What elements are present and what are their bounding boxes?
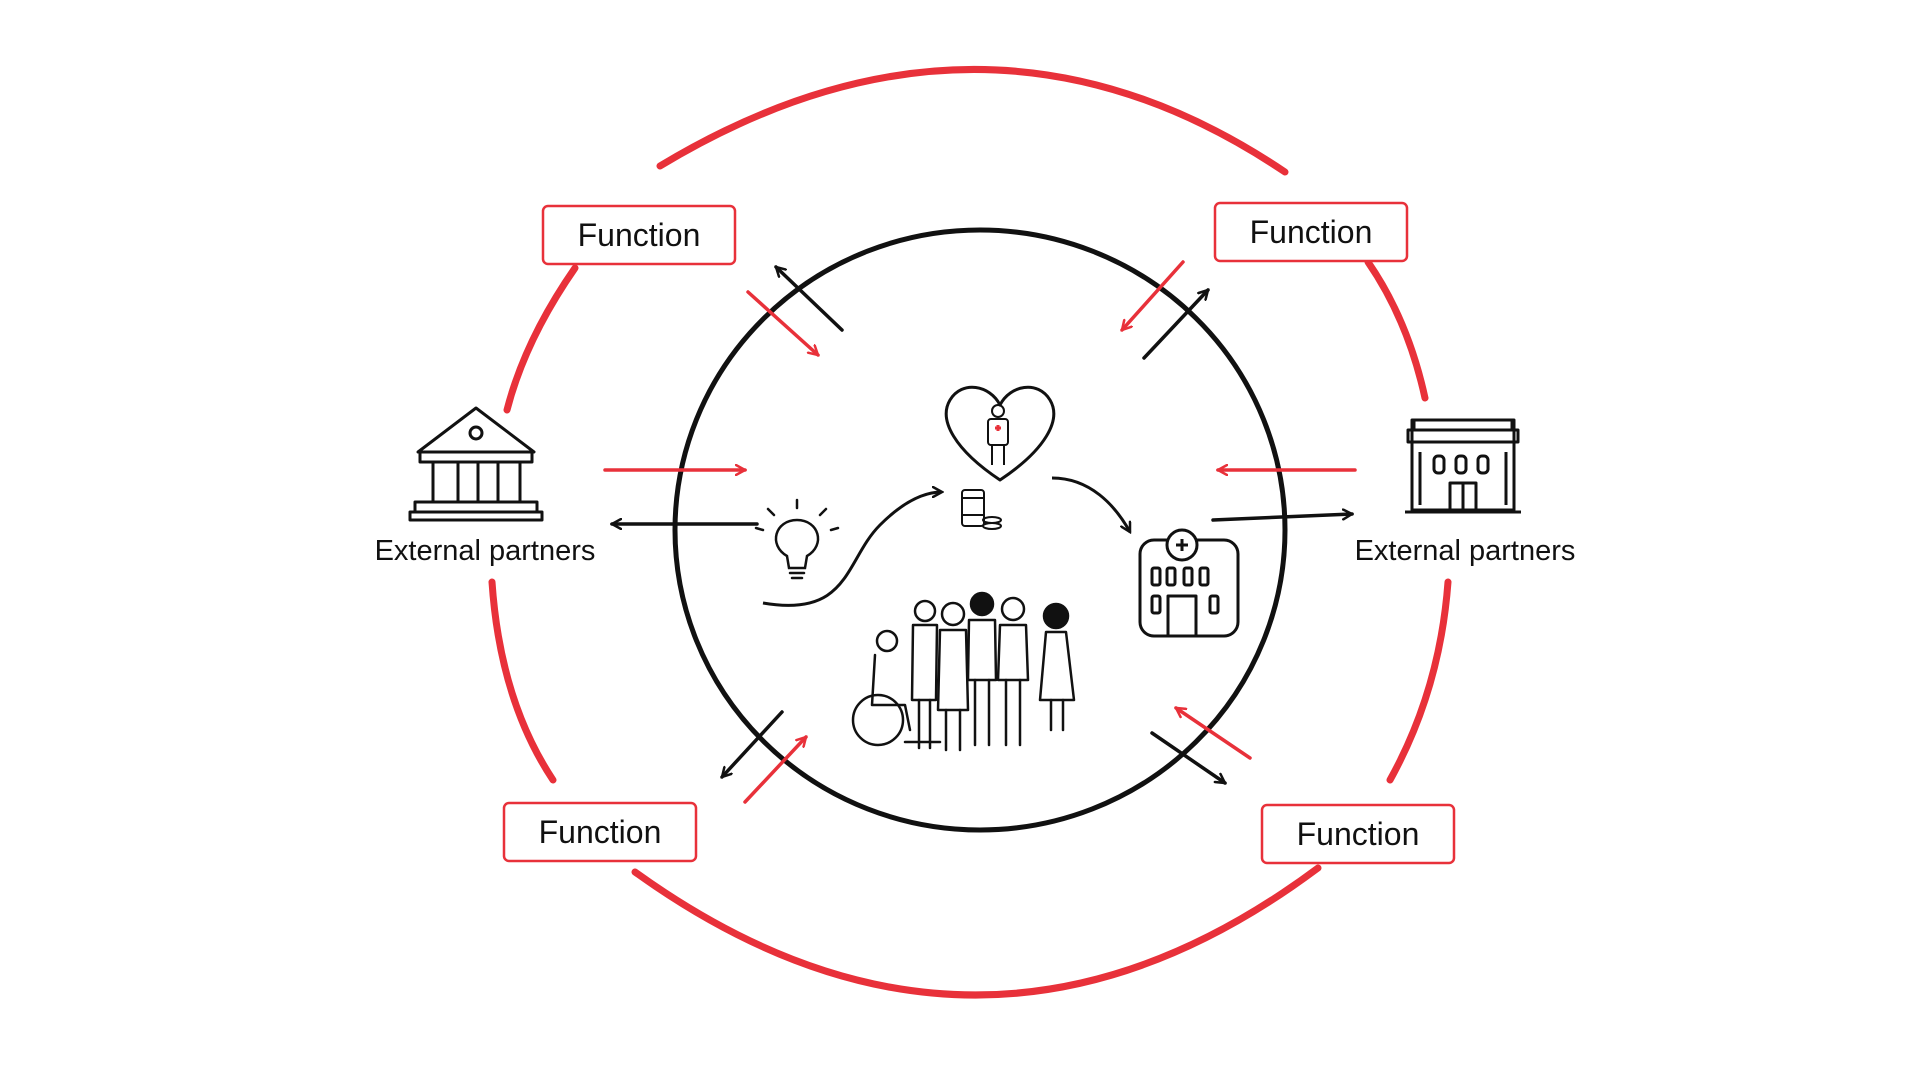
flow-curve-idea-to-care bbox=[762, 492, 942, 607]
arrow-red-in-top-left bbox=[746, 290, 818, 357]
outer-ring bbox=[488, 66, 1452, 999]
bank-icon bbox=[408, 406, 544, 522]
office-building-icon bbox=[1405, 418, 1521, 514]
arrow-red-in-bottom-left bbox=[743, 737, 806, 804]
arrow-red-in-bottom-right bbox=[1176, 706, 1252, 760]
external-partners-right: External partners bbox=[1355, 535, 1576, 567]
heart-patient-icon bbox=[944, 385, 1056, 482]
flow-arrows bbox=[603, 260, 1357, 804]
outer-arc-bottom bbox=[631, 864, 1322, 999]
function-label: Function bbox=[1250, 214, 1373, 250]
arrow-black-out-right bbox=[1211, 514, 1352, 522]
function-label: Function bbox=[1297, 816, 1420, 852]
outer-arc-lower-left bbox=[488, 578, 557, 784]
hospital-icon bbox=[1138, 528, 1240, 638]
flow-curve-care-to-hospital bbox=[1051, 476, 1132, 532]
function-box-frame bbox=[1260, 803, 1456, 865]
function-box-frame bbox=[1213, 201, 1409, 263]
function-box-frame bbox=[502, 801, 698, 863]
lightbulb-icon bbox=[754, 498, 840, 580]
outer-arc-upper-right bbox=[1364, 258, 1429, 402]
people-group-icon bbox=[851, 591, 1076, 752]
outer-arc-upper-left bbox=[503, 264, 579, 414]
arrow-black-out-bottom-right bbox=[1150, 731, 1225, 785]
function-box-frame bbox=[541, 204, 737, 266]
inner-circle bbox=[672, 227, 1288, 833]
function-box-top-left: Function bbox=[541, 204, 737, 266]
function-label: Function bbox=[578, 217, 701, 253]
function-box-bottom-right: Function bbox=[1260, 803, 1456, 865]
outer-arc-lower-right bbox=[1386, 578, 1452, 784]
arrow-black-out-bottom-left bbox=[720, 710, 784, 777]
external-partners-left: External partners bbox=[375, 535, 596, 567]
medicine-icon bbox=[961, 489, 1002, 530]
arrow-red-in-top-right bbox=[1120, 260, 1185, 330]
function-box-bottom-left: Function bbox=[502, 801, 698, 863]
outer-arc-top bbox=[656, 66, 1289, 176]
arrow-black-out-top-left bbox=[776, 267, 844, 332]
arrow-black-out-top-right bbox=[1142, 290, 1208, 360]
function-label: Function bbox=[539, 814, 662, 850]
function-box-top-right: Function bbox=[1213, 201, 1409, 263]
